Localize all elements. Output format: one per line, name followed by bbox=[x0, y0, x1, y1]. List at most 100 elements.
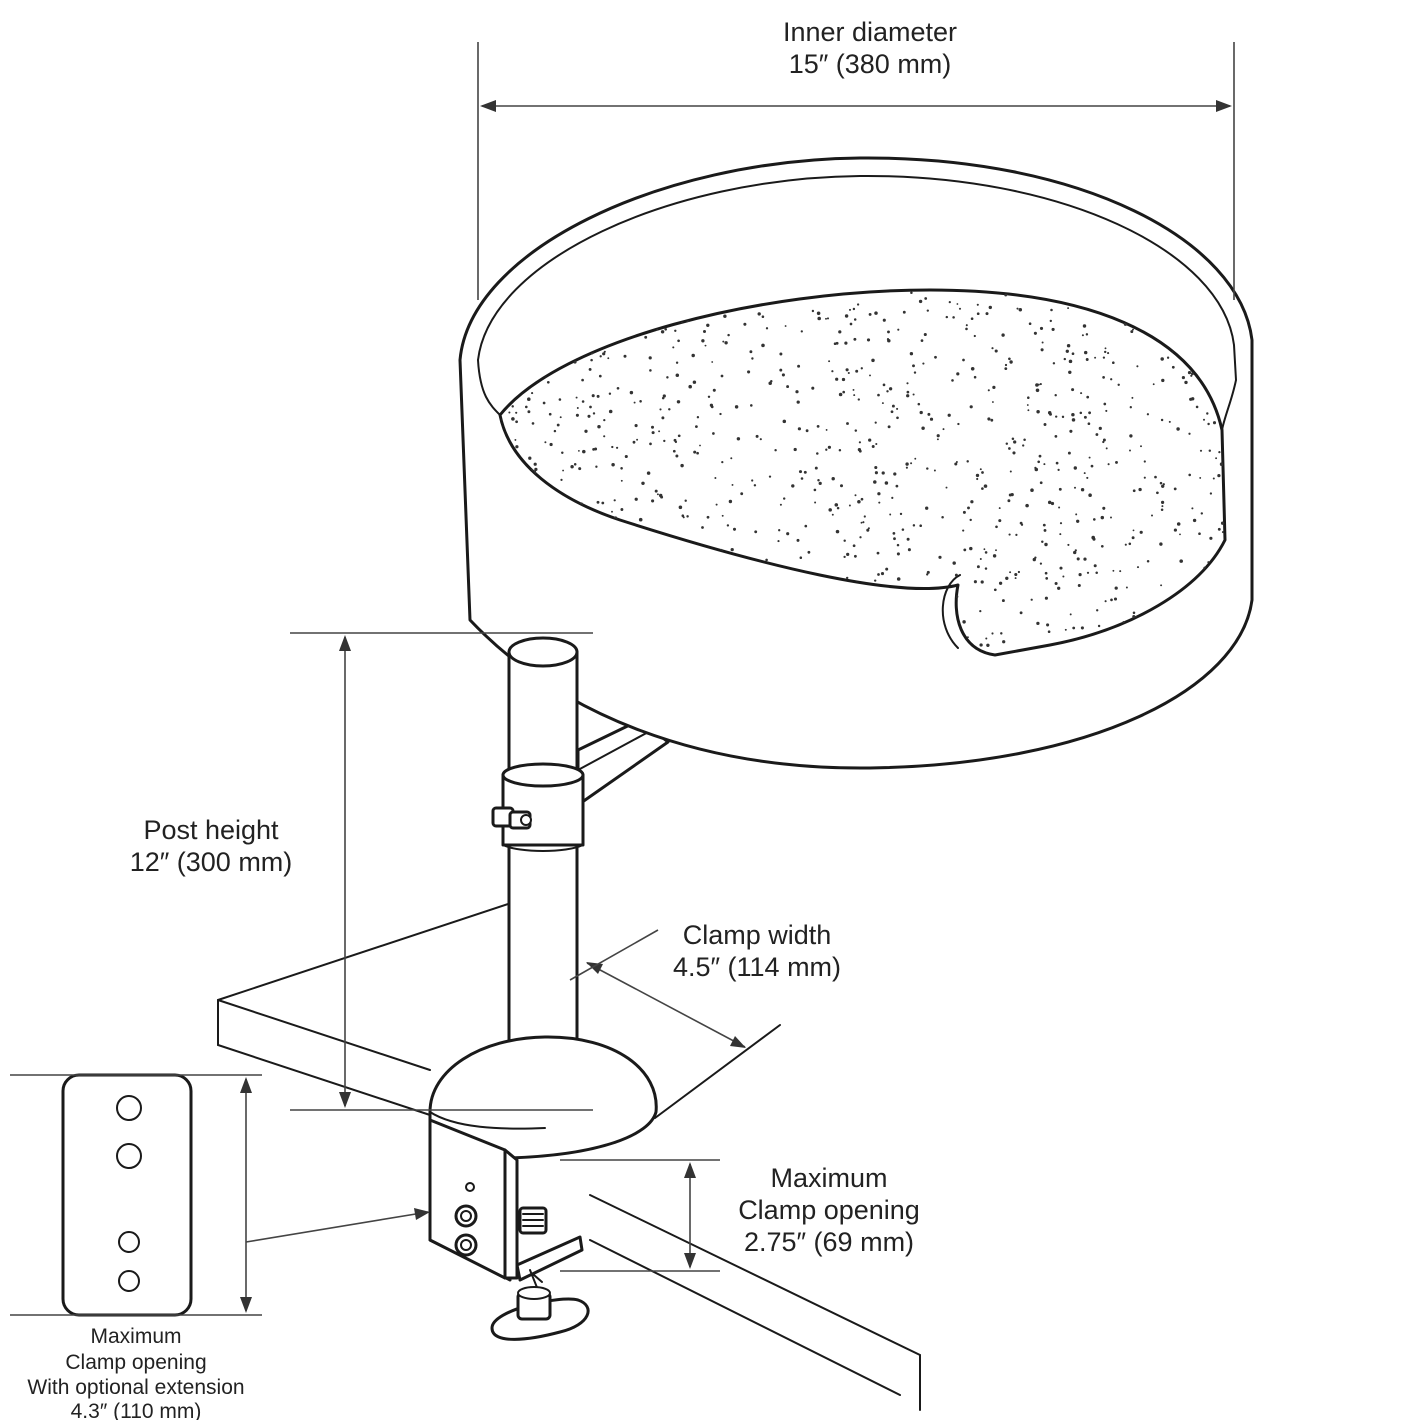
speckle-dot bbox=[1077, 583, 1081, 588]
speckle-dot bbox=[616, 446, 619, 449]
speckle-dot bbox=[620, 479, 623, 482]
speckle-dot bbox=[1087, 422, 1091, 426]
speckle-dot bbox=[1113, 597, 1118, 601]
speckle-dot bbox=[881, 402, 884, 405]
speckle-dot bbox=[584, 429, 588, 433]
speckle-dot bbox=[1080, 392, 1083, 395]
speckle-dot bbox=[889, 513, 892, 516]
speckle-dot bbox=[1105, 447, 1108, 450]
speckle-dot bbox=[1221, 531, 1225, 534]
speckle-dot bbox=[1063, 357, 1066, 361]
speckle-dot bbox=[1073, 550, 1077, 555]
speckle-dot bbox=[1071, 412, 1075, 417]
speckle-dot bbox=[885, 567, 889, 571]
speckle-dot bbox=[1173, 487, 1177, 491]
speckle-dot bbox=[1199, 449, 1203, 452]
speckle-dot bbox=[779, 503, 782, 506]
speckle-dot bbox=[1015, 533, 1018, 537]
speckle-dot bbox=[1132, 529, 1135, 532]
speckle-dot bbox=[1069, 429, 1073, 433]
speckle-dot bbox=[1088, 411, 1091, 415]
speckle-dot bbox=[675, 454, 679, 458]
speckle-dot bbox=[907, 548, 911, 552]
speckle-dot bbox=[852, 388, 855, 391]
speckle-dot bbox=[967, 506, 970, 510]
speckle-dot bbox=[699, 444, 701, 447]
speckle-dot bbox=[913, 371, 917, 374]
speckle-dot bbox=[976, 477, 979, 481]
speckle-dot bbox=[527, 397, 531, 401]
speckle-dot bbox=[927, 412, 931, 416]
speckle-dot bbox=[677, 434, 681, 438]
speckle-dot bbox=[1179, 533, 1181, 536]
speckle-dot bbox=[749, 350, 753, 354]
speckle-dot bbox=[560, 478, 563, 482]
speckle-dot bbox=[887, 425, 891, 429]
speckle-dot bbox=[1004, 367, 1008, 370]
speckle-dot bbox=[816, 311, 821, 316]
speckle-dot bbox=[546, 380, 550, 384]
speckle-dot bbox=[1054, 435, 1058, 438]
speckle-dot bbox=[1110, 598, 1113, 602]
speckle-dot bbox=[828, 360, 831, 363]
speckle-dot bbox=[648, 356, 652, 360]
speckle-dot bbox=[651, 499, 655, 503]
speckle-dot bbox=[1019, 521, 1023, 525]
round-tray bbox=[458, 156, 1254, 770]
speckle-dot bbox=[962, 529, 965, 532]
speckle-dot bbox=[867, 527, 870, 530]
speckle-dot bbox=[511, 417, 515, 421]
speckle-dot bbox=[786, 385, 790, 389]
speckle-dot bbox=[1064, 628, 1067, 631]
speckle-dot bbox=[838, 392, 843, 397]
speckle-dot bbox=[952, 316, 955, 319]
max-clamp-opening-line2: Clamp opening bbox=[738, 1195, 920, 1225]
speckle-dot bbox=[589, 405, 592, 409]
speckle-dot bbox=[896, 416, 899, 420]
speckle-dot bbox=[896, 552, 900, 556]
speckle-dot bbox=[761, 343, 765, 348]
speckle-dot bbox=[659, 408, 662, 411]
speckle-dot bbox=[1103, 350, 1107, 354]
speckle-dot bbox=[795, 390, 799, 394]
speckle-dot bbox=[1035, 388, 1040, 393]
speckle-dot bbox=[511, 405, 514, 408]
speckle-dot bbox=[1057, 468, 1060, 472]
speckle-dot bbox=[845, 368, 849, 372]
speckle-dot bbox=[871, 358, 875, 363]
speckle-dot bbox=[608, 392, 612, 395]
speckle-dot bbox=[736, 437, 741, 441]
speckle-dot bbox=[1050, 308, 1053, 312]
speckle-dot bbox=[979, 558, 982, 560]
speckle-dot bbox=[1057, 586, 1061, 590]
speckle-dot bbox=[696, 416, 700, 419]
plate-hole-icon bbox=[118, 1231, 140, 1253]
speckle-dot bbox=[984, 567, 988, 570]
speckle-dot bbox=[623, 354, 627, 358]
speckle-dot bbox=[860, 497, 864, 501]
speckle-dot bbox=[1208, 449, 1212, 452]
speckle-dot bbox=[1012, 451, 1016, 455]
speckle-dot bbox=[1044, 571, 1048, 575]
speckle-dot bbox=[1212, 477, 1215, 480]
speckle-dot bbox=[835, 341, 839, 345]
speckle-dot bbox=[1039, 326, 1044, 330]
speckle-dot bbox=[1184, 380, 1188, 385]
speckle-dot bbox=[1136, 365, 1139, 368]
speckle-dot bbox=[765, 327, 769, 330]
speckle-dot bbox=[902, 310, 906, 314]
speckle-dot bbox=[1036, 621, 1040, 626]
speckle-dot bbox=[1044, 596, 1048, 600]
speckle-dot bbox=[1128, 542, 1132, 546]
speckle-dot bbox=[875, 442, 878, 446]
speckle-dot bbox=[920, 339, 924, 342]
speckle-dot bbox=[1115, 460, 1118, 464]
speckle-dot bbox=[860, 521, 863, 524]
speckle-dot bbox=[1071, 388, 1075, 392]
speckle-dot bbox=[712, 388, 716, 392]
speckle-dot bbox=[590, 358, 593, 362]
speckle-dot bbox=[910, 462, 913, 465]
speckle-dot bbox=[1022, 444, 1025, 447]
speckle-dot bbox=[992, 385, 996, 390]
speckle-dot bbox=[662, 394, 666, 398]
